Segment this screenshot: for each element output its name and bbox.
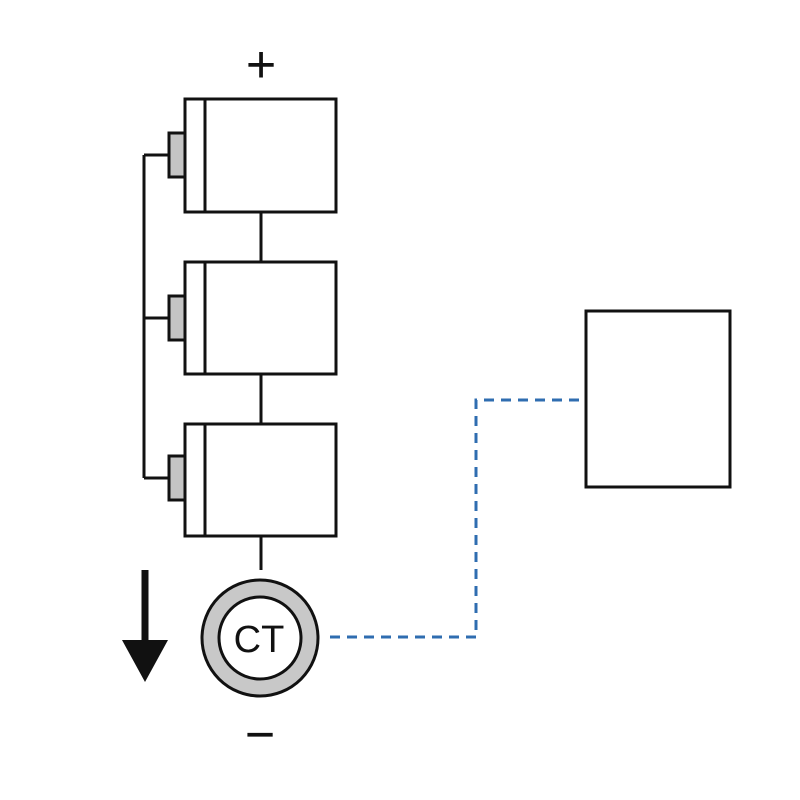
cell-bottom-terminal: [167, 454, 187, 502]
cell-bottom: [167, 422, 338, 538]
monitor-box: [584, 309, 732, 489]
positive-label: +: [246, 36, 276, 94]
balance-wire: [142, 153, 172, 480]
cell-middle-terminal: [167, 294, 187, 342]
cell-middle: [167, 260, 338, 376]
negative-label: −: [245, 706, 275, 764]
cell-top-terminal: [167, 131, 187, 179]
signal-line: [330, 398, 584, 639]
ct-label: CT: [234, 619, 285, 661]
cell-top: [167, 97, 338, 214]
current-transformer: CT: [200, 578, 320, 698]
down-arrow-icon: [122, 570, 168, 682]
